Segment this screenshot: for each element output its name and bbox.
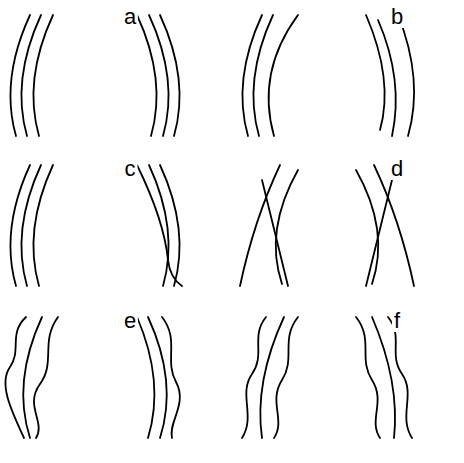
membrane-panel: [10, 165, 182, 286]
panel-letter: f: [392, 310, 402, 332]
membrane-panel: [10, 15, 179, 136]
membrane-panel: [242, 15, 414, 136]
panel-letter: b: [389, 6, 405, 28]
membrane-panel: [5, 317, 179, 438]
membrane-panel: [240, 165, 414, 286]
panel-letter: c: [123, 158, 138, 180]
panel-letter: d: [389, 158, 405, 180]
panel-letter: e: [122, 310, 138, 332]
membrane-panel: [242, 317, 412, 438]
panel-letter: a: [122, 6, 138, 28]
